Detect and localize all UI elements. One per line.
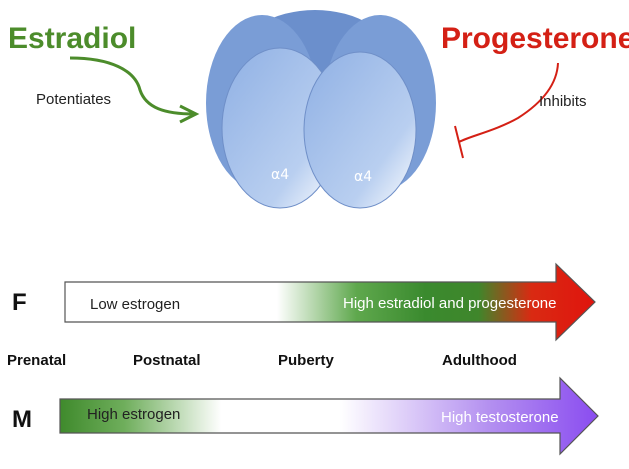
female-start-label: Low estrogen (90, 296, 181, 313)
subunit-label-left: α4 (271, 167, 289, 183)
male-end-label: High testosterone (441, 409, 559, 426)
subunit-label-right: α4 (354, 169, 372, 185)
inhibits-arrow (454, 62, 559, 159)
male-label: M (12, 406, 32, 433)
potentiates-label: Potentiates (36, 91, 112, 108)
stage-adulthood: Adulthood (442, 352, 517, 369)
potentiates-arrow (69, 56, 200, 124)
stage-postnatal: Postnatal (133, 352, 201, 369)
male-start-label: High estrogen (87, 406, 181, 423)
stage-prenatal: Prenatal (7, 352, 67, 369)
female-label: F (12, 289, 27, 316)
male-timeline-arrow (59, 376, 599, 456)
receptor-lobe-front-right (303, 51, 417, 209)
inhibits-label: Inhibits (539, 93, 587, 110)
female-end-label: High estradiol and progesterone (343, 295, 557, 312)
female-timeline-arrow (64, 262, 596, 342)
receptor: α4 α4 (206, 10, 436, 209)
estradiol-label: Estradiol (8, 22, 137, 55)
stage-puberty: Puberty (278, 352, 334, 369)
progesterone-label: Progesterone (441, 22, 629, 55)
